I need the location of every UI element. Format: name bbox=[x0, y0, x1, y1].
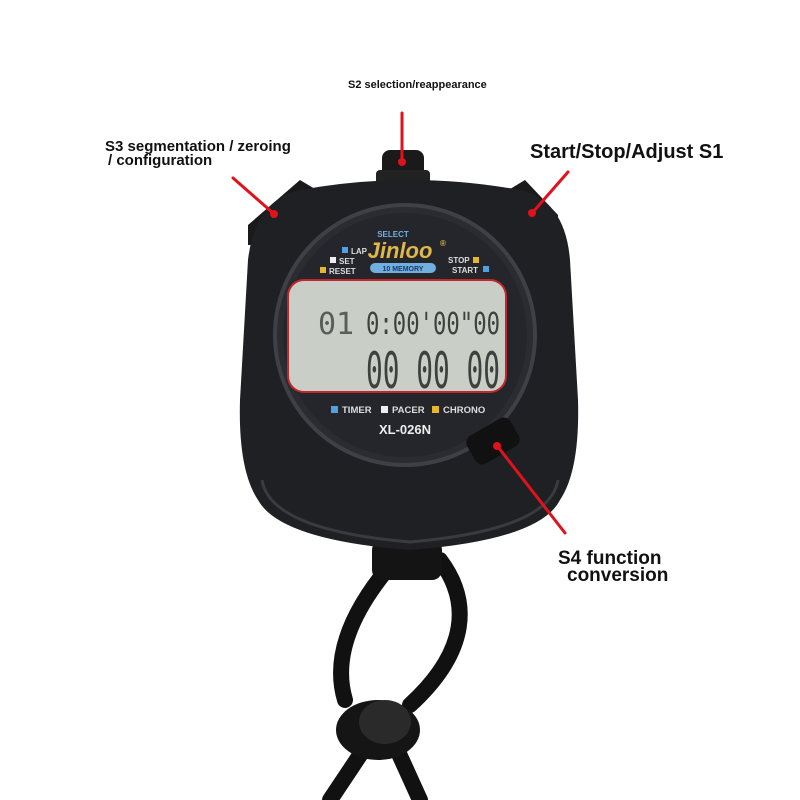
mode-chrono: CHRONO bbox=[443, 405, 485, 416]
lcd-line1: 0:00'00"00 bbox=[366, 307, 500, 342]
memory-badge bbox=[370, 263, 436, 273]
lanyard-cord bbox=[322, 552, 468, 800]
reset-label: RESET bbox=[329, 267, 356, 276]
s4-annotation-line1: S4 function bbox=[558, 548, 662, 569]
s2-annotation: S2 selection/reappearance bbox=[348, 79, 487, 91]
select-label: SELECT bbox=[377, 230, 409, 239]
lcd-screen bbox=[287, 279, 507, 393]
brand-logo: Jinloo bbox=[368, 238, 433, 263]
s4-side-button[interactable] bbox=[463, 415, 522, 468]
lanyard-tab bbox=[372, 540, 442, 580]
memory-label: 10 MEMORY bbox=[383, 266, 424, 273]
lap-label: LAP bbox=[351, 247, 368, 256]
s3-annotation-line1: S3 segmentation / zeroing bbox=[105, 138, 291, 155]
model-label: XL-026N bbox=[379, 422, 431, 437]
start-label: START bbox=[452, 266, 478, 275]
s4-pointer bbox=[496, 445, 567, 535]
mode-timer: TIMER bbox=[342, 405, 372, 416]
s3-annotation-line2: / configuration bbox=[108, 152, 213, 169]
s3-pointer bbox=[231, 176, 275, 215]
registered-mark: ® bbox=[440, 239, 446, 248]
stop-label: STOP bbox=[448, 256, 470, 265]
s4-annotation-line2: conversion bbox=[567, 565, 669, 586]
s1-pointer bbox=[531, 170, 570, 214]
cord-lock-knob bbox=[336, 700, 420, 760]
lcd-line1-prefix: 01 bbox=[318, 307, 354, 342]
s1-annotation: Start/Stop/Adjust S1 bbox=[530, 141, 724, 163]
lcd-line2: 00 00 00 bbox=[366, 342, 500, 400]
mode-pacer: PACER bbox=[392, 405, 425, 416]
set-label: SET bbox=[339, 257, 355, 266]
